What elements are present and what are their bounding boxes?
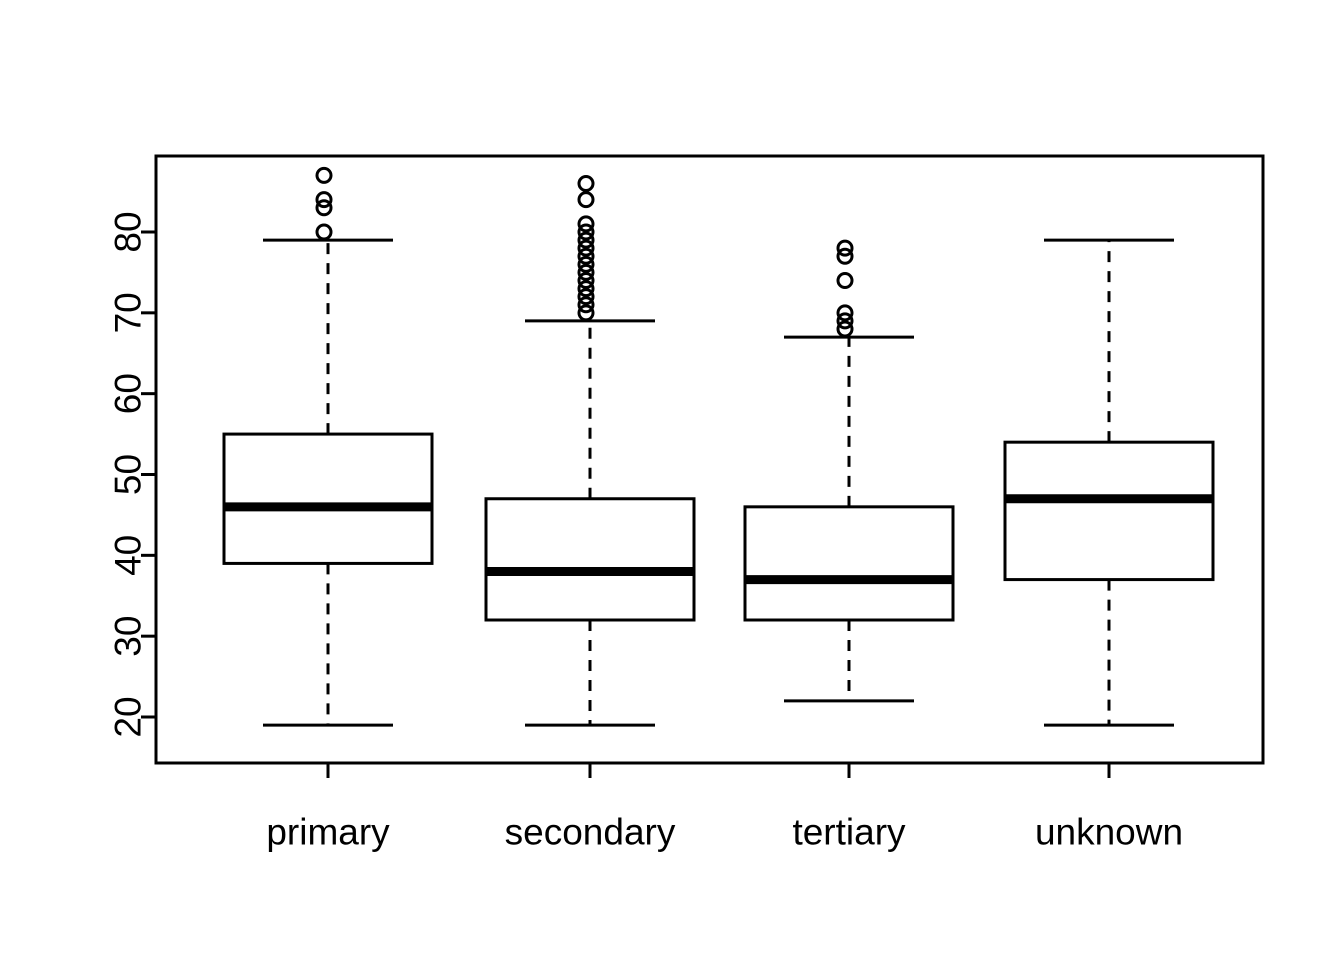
outlier-point [836,247,854,265]
box-group-unknown [1003,238,1215,727]
box-group-secondary [484,175,696,727]
x-tick-label-secondary: secondary [505,812,676,853]
outlier-point [577,215,595,233]
outlier-point [836,304,854,322]
y-tick-label: 70 [108,292,149,333]
panel-border [154,154,1265,765]
outlier-point [577,255,595,273]
x-tick-label-primary: primary [266,812,390,853]
box-group-tertiary [743,239,955,703]
outlier-point [577,296,595,314]
outlier-point [577,280,595,298]
box-group-primary [222,166,434,727]
outlier-point [577,239,595,257]
outlier-point [577,304,595,322]
y-axis: 20 30 40 50 60 70 80 [108,211,156,738]
outlier-point [577,175,595,192]
outlier-point [315,166,333,184]
y-tick-label: 20 [108,696,149,737]
outlier-point [577,288,595,306]
x-axis: primary secondary tertiary unknown [266,763,1183,853]
box-iqr-rect [1003,440,1215,582]
outlier-point [577,272,595,289]
outlier-point [577,231,595,249]
box-iqr-rect [222,432,434,565]
y-tick-label: 60 [108,373,149,414]
outlier-point [836,312,854,330]
box-iqr-rect [484,497,696,622]
x-tick-label-unknown: unknown [1035,812,1183,853]
outlier-point [836,320,854,338]
outlier-point [836,239,854,257]
box-iqr-rect [743,505,955,622]
outlier-point [577,247,595,265]
y-tick-label: 80 [108,211,149,252]
box-series [222,166,1215,727]
outlier-point [577,223,595,241]
outlier-point [577,191,595,209]
y-tick-label: 40 [108,535,149,576]
outlier-point [836,272,854,289]
plot-frame [154,154,1265,765]
outlier-point [577,263,595,281]
outlier-point [315,223,333,241]
outlier-point [315,199,333,217]
y-tick-label: 50 [108,454,149,495]
x-tick-label-tertiary: tertiary [792,812,906,853]
outlier-point [315,191,333,209]
y-tick-label: 30 [108,616,149,657]
